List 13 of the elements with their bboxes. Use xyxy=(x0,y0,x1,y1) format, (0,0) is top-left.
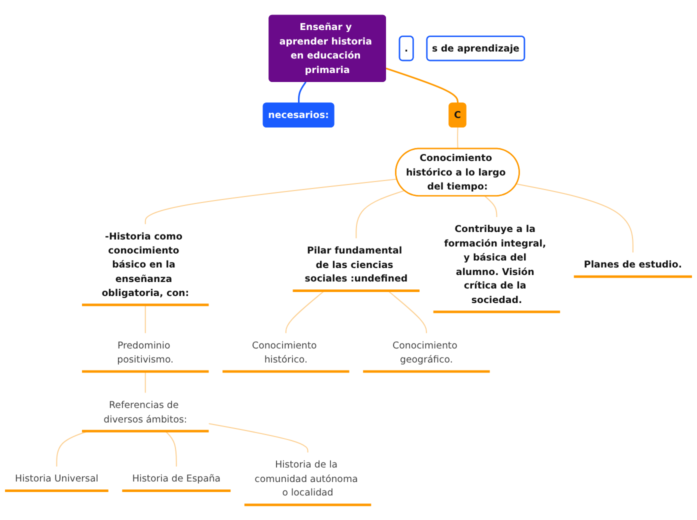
connector xyxy=(457,127,458,149)
connector xyxy=(356,190,405,238)
connector xyxy=(484,196,498,218)
connector xyxy=(516,183,634,252)
connector xyxy=(164,430,177,467)
connector xyxy=(285,290,325,334)
connector xyxy=(144,304,146,334)
connector xyxy=(144,372,146,393)
connector xyxy=(298,82,306,104)
connector xyxy=(388,290,427,334)
connector xyxy=(208,423,308,452)
connector xyxy=(386,68,459,104)
connector xyxy=(144,178,398,224)
